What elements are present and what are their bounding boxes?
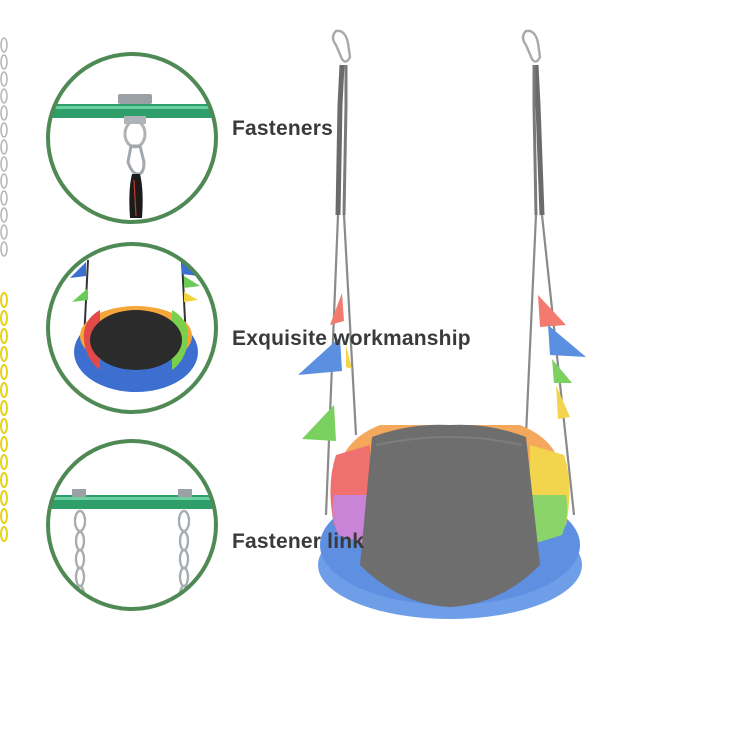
carabiner-icon (123, 119, 147, 176)
carabiner-icon (331, 29, 542, 63)
pennant-flag-icon (298, 293, 586, 441)
nest-swing-icon (298, 29, 586, 619)
fastener-link-detail-circle (46, 439, 218, 611)
edge-chain-icon (0, 37, 8, 542)
workmanship-detail-circle (46, 242, 218, 414)
feature-label-fasteners: Fasteners (232, 117, 334, 140)
fasteners-detail-circle (46, 52, 218, 224)
feature-label-fastener-link: Fastener link (232, 530, 365, 553)
feature-label-workmanship: Exquisite workmanship (232, 327, 471, 350)
